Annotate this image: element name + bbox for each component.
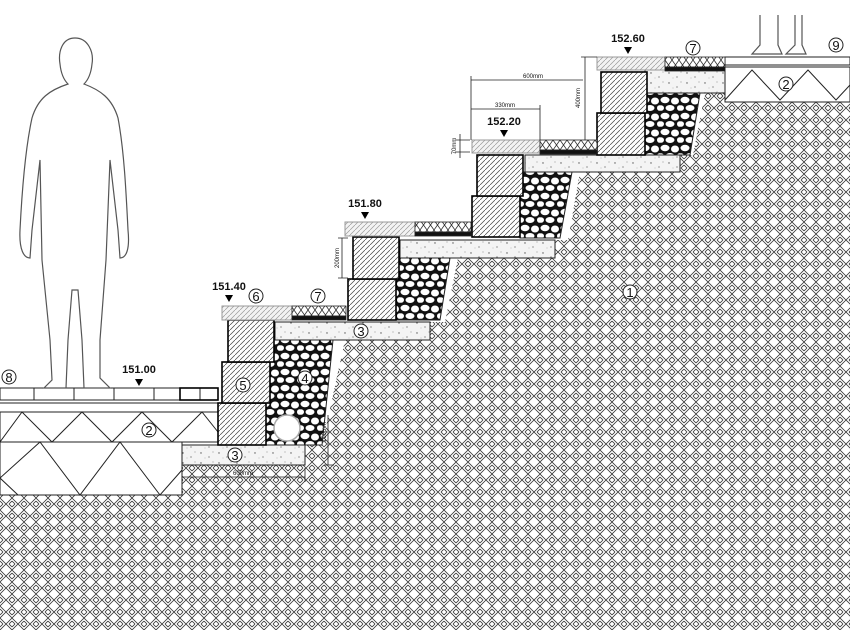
elevation-markers: 151.00 151.40 151.80 152.20 152.60 — [122, 33, 645, 386]
dim-block-height: 200mm — [335, 248, 341, 268]
footing-top — [644, 69, 726, 94]
elevation-152-60: 152.60 — [611, 33, 645, 45]
callout-footing-low: 3 — [231, 448, 238, 463]
footing-tier3 — [399, 239, 556, 259]
wall-blocks — [217, 71, 648, 446]
callout-drain-gravel: 4 — [301, 371, 308, 386]
dim-footing-depth: 100mm — [322, 422, 328, 442]
callout-paver-low: 7 — [314, 289, 321, 304]
dim-top-rise: 400mm — [576, 88, 582, 108]
callout-subbase-left: 2 — [145, 423, 152, 438]
dimension-lines — [181, 56, 597, 482]
gravel-tier3 — [519, 171, 573, 239]
dim-footing-width: 600mm — [233, 471, 253, 477]
copings — [221, 56, 666, 321]
dim-coping-thickness: 70mm — [452, 138, 458, 155]
elevation-151-40: 151.40 — [212, 281, 246, 293]
gravel-tier4 — [643, 92, 701, 156]
person-silhouette — [19, 37, 130, 389]
callouts — [1, 37, 844, 463]
callout-right-paving: 9 — [832, 38, 839, 53]
elevation-151-00: 151.00 — [122, 364, 156, 376]
callout-wall-block: 5 — [239, 378, 246, 393]
soil-fill — [0, 93, 850, 630]
callout-subbase-right: 2 — [782, 77, 789, 92]
footing-tier2 — [274, 321, 431, 341]
elevation-151-80: 151.80 — [348, 198, 382, 210]
callout-left-paving: 8 — [5, 370, 12, 385]
pavers — [291, 56, 726, 321]
gravel-tier2 — [395, 257, 451, 321]
left-pavement — [0, 387, 219, 496]
callout-soil: 1 — [626, 285, 633, 300]
callout-coping: 6 — [252, 289, 259, 304]
dim-coping-depth: 330mm — [495, 103, 515, 109]
footing-tier4 — [524, 154, 681, 173]
dim-tread-depth: 600mm — [523, 74, 543, 80]
callout-footing-mid: 3 — [357, 324, 364, 339]
elevation-152-20: 152.20 — [487, 116, 521, 128]
drain-pipe — [273, 414, 301, 442]
callout-paver-top: 7 — [689, 41, 696, 56]
footing-low — [181, 444, 306, 466]
person-feet — [750, 15, 807, 55]
